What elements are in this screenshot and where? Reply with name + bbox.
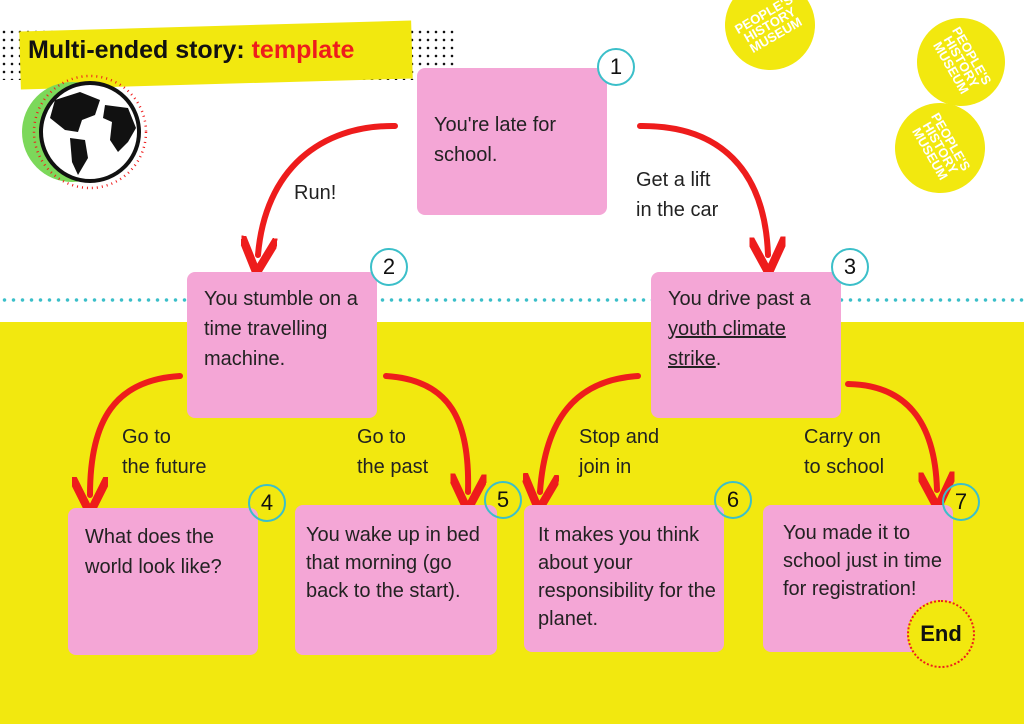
arrow-past [383, 373, 468, 492]
climate-strike-link[interactable]: youth climate strike [668, 318, 786, 370]
title-prefix: Multi-ended story: [28, 36, 252, 64]
dotted-divider [0, 298, 1024, 302]
arrow-carry [845, 381, 937, 490]
story-box-3: You drive past a youth climate strike. [651, 272, 841, 418]
arrow-future [90, 373, 183, 495]
story-box-1: You're late for school. [417, 68, 607, 215]
title-highlight: template [251, 36, 355, 64]
globe-icon [22, 74, 148, 190]
story-box-4: What does the world look like? [68, 508, 258, 655]
step-number-4: 4 [248, 484, 286, 522]
step-number-2: 2 [370, 248, 408, 286]
step-number-5: 5 [484, 481, 522, 519]
story-box-2: You stumble on a time travelling machine… [187, 272, 377, 418]
page-title: Multi-ended story: template [28, 36, 354, 65]
choice-run: Run! [294, 182, 337, 204]
arrow-lift [637, 122, 768, 255]
step-number-3: 3 [831, 248, 869, 286]
story-box-6: It makes you think about your responsibi… [524, 505, 724, 652]
story-box-5: You wake up in bed that morning (go back… [295, 505, 497, 655]
step-number-1: 1 [597, 48, 635, 86]
arrow-stop [540, 373, 641, 492]
step-number-6: 6 [714, 481, 752, 519]
step-number-7: 7 [942, 483, 980, 521]
end-badge: End [907, 600, 975, 668]
arrow-run [258, 122, 398, 255]
